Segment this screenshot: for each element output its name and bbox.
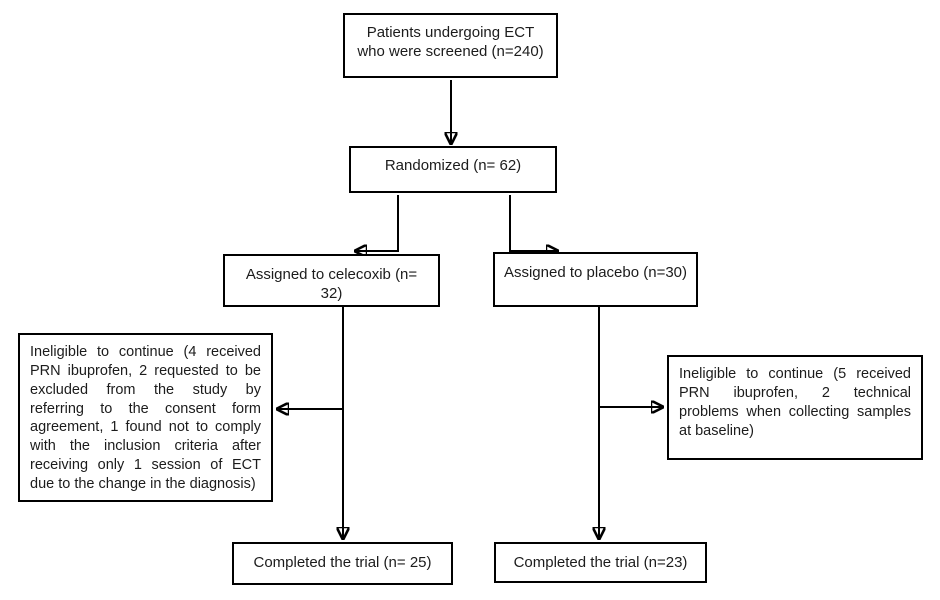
node-assigned-placebo: Assigned to placebo (n=30) — [493, 252, 698, 307]
node-screened: Patients undergoing ECT who were screene… — [343, 13, 558, 78]
node-assigned-celecoxib-label: Assigned to celecoxib (n= 32) — [245, 266, 418, 303]
node-ineligible-placebo: Ineligible to continue (5 received PRN i… — [667, 355, 923, 460]
arrow-randomized-to-placebo — [509, 195, 557, 251]
node-randomized: Randomized (n= 62) — [349, 146, 557, 193]
node-ineligible-celecoxib-label: Ineligible to continue (4 received PRN i… — [30, 344, 261, 492]
node-ineligible-celecoxib: Ineligible to continue (4 received PRN i… — [18, 333, 273, 502]
node-assigned-placebo-label: Assigned to placebo (n=30) — [503, 264, 688, 281]
node-assigned-celecoxib: Assigned to celecoxib (n= 32) — [223, 254, 440, 307]
node-completed-celecoxib: Completed the trial (n= 25) — [232, 542, 453, 585]
arrow-randomized-to-celecoxib — [356, 195, 399, 251]
node-completed-placebo: Completed the trial (n=23) — [494, 542, 707, 583]
node-screened-label: Patients undergoing ECT who were screene… — [357, 24, 544, 61]
node-ineligible-placebo-label: Ineligible to continue (5 received PRN i… — [679, 366, 911, 439]
node-randomized-label: Randomized (n= 62) — [384, 157, 522, 174]
node-completed-placebo-label: Completed the trial (n=23) — [513, 554, 688, 571]
node-completed-celecoxib-label: Completed the trial (n= 25) — [253, 554, 432, 571]
